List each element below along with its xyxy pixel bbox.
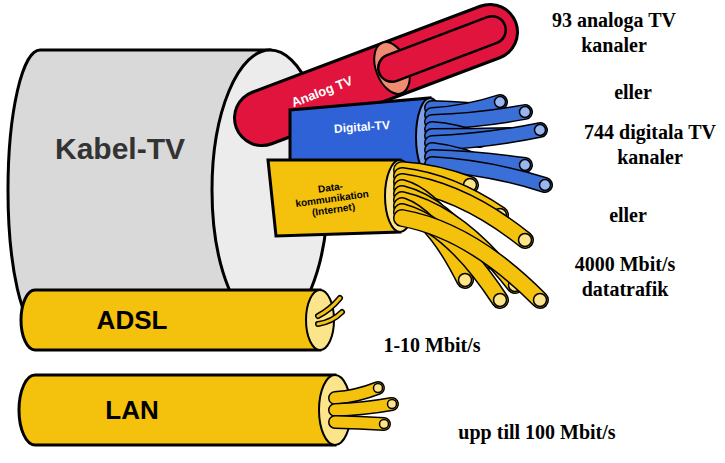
digital-fiber: [432, 130, 540, 143]
lan-wire-end: [388, 400, 397, 409]
kabel-tv-label: Kabel-TV: [55, 132, 185, 165]
value-label: 1-10 Mbit/s: [383, 333, 480, 358]
adsl-wire-outline: [318, 312, 342, 324]
digital-fiber-end: [520, 160, 531, 171]
lan-wire-end: [380, 420, 389, 429]
digital-fiber-end: [495, 97, 506, 108]
value-text: 4000 Mbit/s datatrafik: [560, 252, 690, 302]
analog-core: [392, 30, 492, 68]
data-fiber-end: [534, 294, 547, 307]
value-label: eller: [609, 203, 647, 228]
value-text: upp till 100 Mbit/s: [458, 420, 615, 445]
node-text: Kabel-TV: [55, 132, 185, 165]
analog-core-outline: [392, 30, 492, 68]
lan-wire-end: [374, 384, 383, 393]
lan-cable-label: LAN: [105, 396, 158, 425]
data-fiber-end: [459, 274, 472, 287]
data-cable: [268, 160, 400, 236]
node-text: LAN: [105, 396, 158, 425]
value-text: 1-10 Mbit/s: [383, 333, 480, 358]
node-text: ADSL: [97, 306, 168, 335]
lan-wire-outline: [335, 404, 392, 410]
adsl-cable: [21, 290, 320, 350]
value-label: 4000 Mbit/s datatrafik: [560, 252, 690, 302]
digital-fiber-end: [520, 107, 531, 118]
lan-wire: [335, 422, 384, 424]
value-label: 744 digitala TV kanaler: [580, 120, 720, 170]
digital-fiber-end: [535, 125, 546, 136]
lan-wire: [335, 404, 392, 410]
data-fiber: [402, 218, 540, 300]
value-text: eller: [609, 203, 647, 228]
digital-fiber: [432, 112, 525, 122]
value-text: 744 digitala TV kanaler: [580, 120, 720, 170]
digital-fiber-outline: [432, 130, 540, 143]
digital-fiber-outline: [432, 112, 525, 122]
value-label: 93 analoga TV kanaler: [539, 8, 689, 58]
data-fiber-end: [519, 234, 532, 247]
lan-wire: [335, 388, 378, 398]
digital-fiber-end: [540, 180, 551, 191]
lan-wire-outline: [335, 422, 384, 424]
adsl-wire: [318, 312, 342, 324]
value-label: eller: [614, 80, 652, 105]
data-fiber-end: [494, 294, 507, 307]
lan-wire-outline: [335, 388, 378, 398]
value-label: upp till 100 Mbit/s: [458, 420, 615, 445]
adsl-cable-label: ADSL: [97, 306, 168, 335]
value-text: 93 analoga TV kanaler: [539, 8, 689, 58]
data-fiber-outline: [402, 218, 540, 300]
value-text: eller: [614, 80, 652, 105]
lan-cable: [19, 375, 335, 445]
